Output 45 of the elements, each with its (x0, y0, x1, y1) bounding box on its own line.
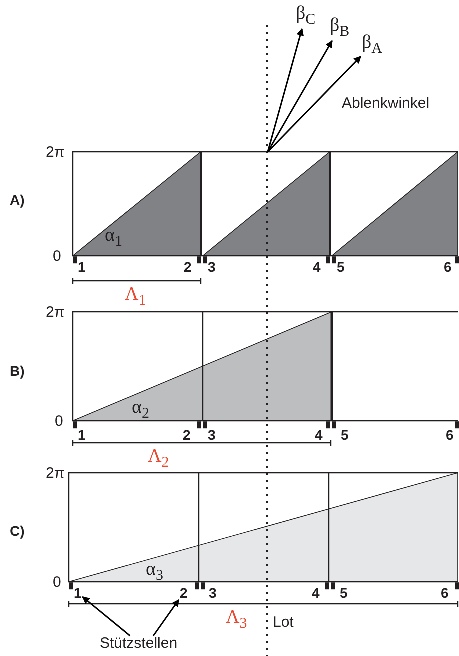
support-number: 6 (441, 586, 449, 600)
panel-label: B) (10, 364, 25, 378)
axis-label: 0 (53, 249, 62, 264)
period-label: Λ$_{1}$ (125, 285, 146, 309)
support-number: 2 (184, 260, 192, 274)
support-number: 5 (341, 428, 349, 442)
axis-label: Lot (273, 615, 294, 630)
period-label: Λ$_{3}$ (226, 608, 248, 632)
panel-label: A) (10, 193, 25, 207)
support-number: 1 (74, 586, 82, 600)
support-number: 6 (446, 428, 454, 442)
arrow (152, 599, 180, 636)
support-number: 5 (337, 260, 345, 274)
axis-label: Ablenkwinkel (342, 96, 430, 111)
angle-label: β$_{A}$ (362, 33, 383, 57)
panel-label: C) (10, 524, 25, 538)
support-number: 3 (208, 428, 216, 442)
symbol-label: α$_{3}$ (146, 560, 164, 584)
support-number: 4 (313, 260, 321, 274)
axis-label: 0 (53, 575, 62, 590)
support-number: 2 (183, 428, 191, 442)
symbol-label: α$_{2}$ (132, 398, 150, 422)
symbol-label: α$_{1}$ (105, 226, 122, 250)
angle-label: β$_{B}$ (330, 16, 350, 40)
support-number: 5 (340, 586, 348, 600)
axis-label: 2π (46, 466, 65, 481)
axis-label: 2π (46, 305, 65, 320)
arrow (82, 596, 131, 637)
support-number: 1 (78, 428, 86, 442)
arrow (267, 28, 304, 152)
angle-label: β$_{C}$ (296, 4, 316, 28)
callout-text: Stützstellen (100, 636, 178, 651)
support-number: 3 (209, 586, 217, 600)
support-number: 1 (78, 260, 86, 274)
arrow (267, 40, 333, 152)
phase-plot-drawing (72, 151, 458, 257)
support-number: 3 (208, 260, 216, 274)
axis-label: 0 (55, 414, 64, 429)
support-number: 6 (444, 260, 452, 274)
support-number: 4 (315, 428, 323, 442)
arrow (267, 56, 362, 153)
support-number: 4 (312, 586, 320, 600)
period-label: Λ$_{2}$ (148, 447, 170, 471)
axis-label: 2π (46, 145, 65, 160)
support-number: 2 (180, 586, 188, 600)
